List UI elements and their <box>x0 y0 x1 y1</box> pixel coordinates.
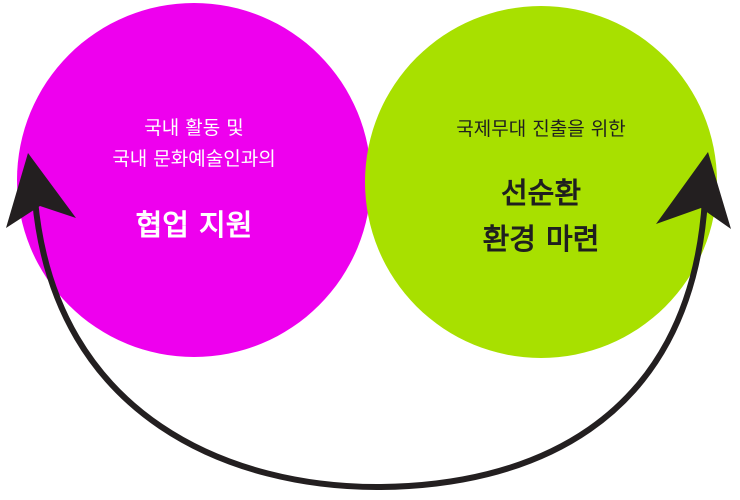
cycle-arrow-curve <box>32 197 708 491</box>
right-main-label: 선순환 환경 마련 <box>365 170 717 262</box>
left-circle <box>17 3 371 357</box>
right-circle <box>365 6 717 358</box>
right-subtitle: 국제무대 진출을 위한 <box>456 118 626 140</box>
left-main-label: 협업 지원 <box>135 208 253 242</box>
left-subtitle-line2: 국내 문화예술인과의 <box>112 148 276 170</box>
right-arrowhead-icon <box>656 152 731 229</box>
left-arrowhead-icon <box>6 153 76 228</box>
right-main-line1: 선순환 <box>500 176 582 210</box>
left-subtitle: 국내 활동 및 국내 문화예술인과의 <box>17 113 371 175</box>
right-main-line2: 환경 마련 <box>482 222 600 256</box>
left-subtitle-line1: 국내 활동 및 <box>144 117 244 139</box>
